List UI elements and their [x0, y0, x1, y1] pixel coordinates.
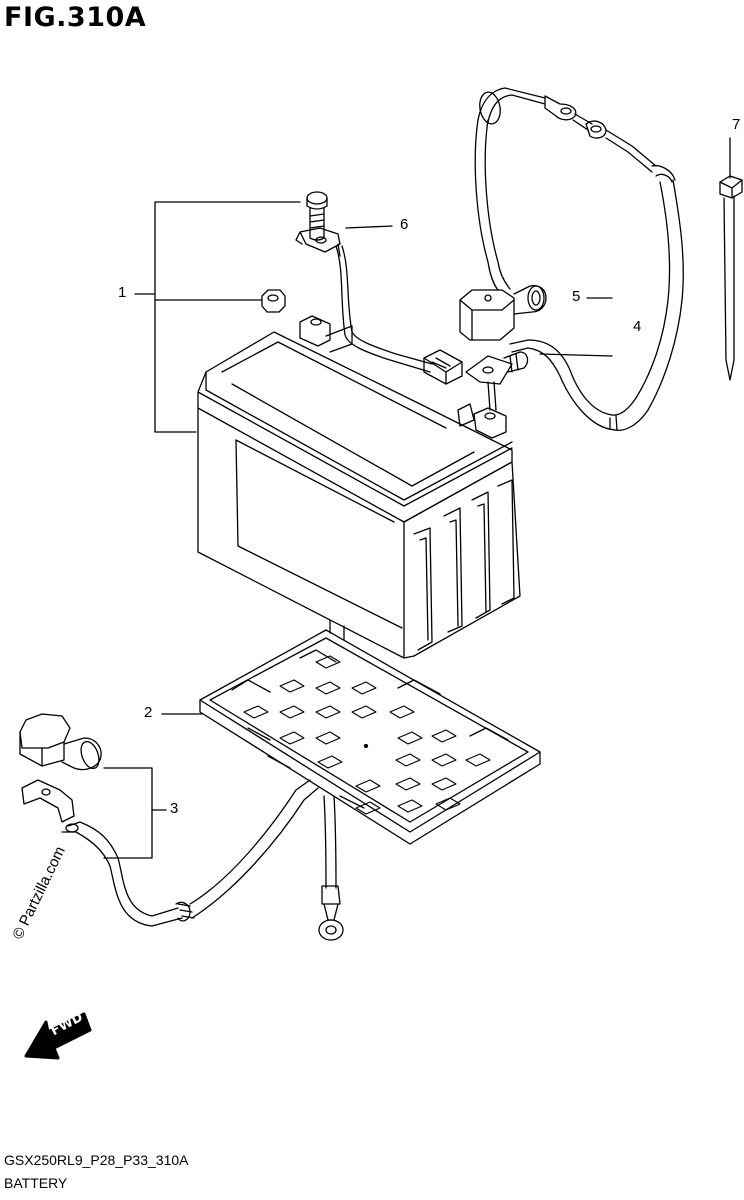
callout-6-leader	[345, 225, 393, 229]
callout-4-leader	[539, 353, 613, 357]
callout-5: 5	[572, 288, 581, 305]
terminal-cover	[459, 284, 547, 341]
positive-terminal-plate	[465, 351, 529, 411]
negative-cable	[19, 713, 344, 941]
battery	[197, 315, 521, 659]
callout-2: 2	[144, 704, 153, 721]
terminal-plate	[295, 227, 433, 373]
callout-3-bracket	[103, 767, 167, 859]
bolt	[306, 191, 328, 241]
cable-tie	[719, 137, 743, 381]
battery-tray	[199, 619, 541, 845]
callout-3: 3	[170, 800, 179, 817]
figure-title: FIG.310A	[4, 2, 147, 33]
figure-name: BATTERY	[4, 1175, 68, 1191]
callout-7: 7	[732, 116, 741, 133]
harness-connector	[423, 349, 463, 385]
callout-1-bracket	[134, 201, 301, 433]
positive-cable	[474, 87, 684, 431]
callout-6: 6	[400, 216, 409, 233]
callout-1: 1	[118, 284, 127, 301]
nut	[261, 289, 286, 313]
callout-4: 4	[633, 318, 642, 335]
figure-code: GSX250RL9_P28_P33_310A	[4, 1152, 189, 1168]
forward-direction-arrow	[24, 1012, 92, 1060]
